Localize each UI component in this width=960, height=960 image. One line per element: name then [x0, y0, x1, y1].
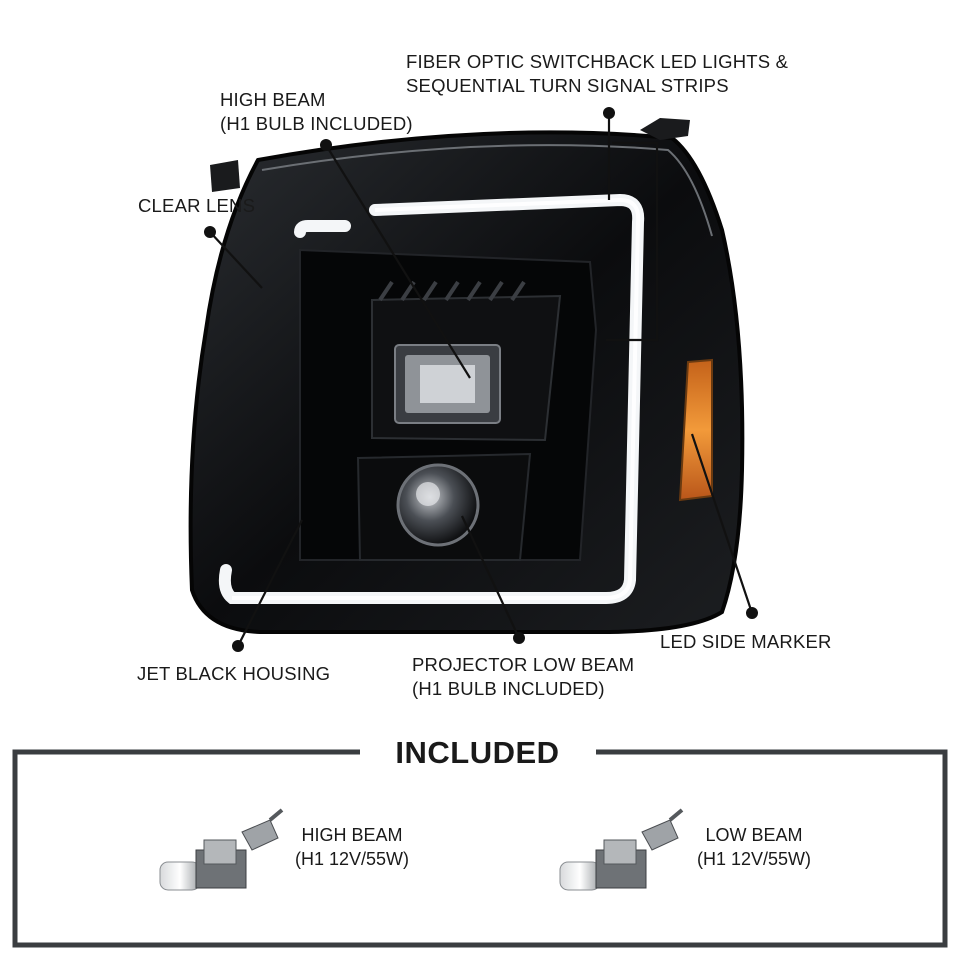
h1-bulb-high-icon [159, 808, 284, 891]
callout-clear-lens: CLEAR LENS [138, 195, 256, 216]
housing-fins [378, 280, 526, 302]
callout-line: PROJECTOR LOW BEAM [412, 654, 635, 675]
callout-fiber-optic: FIBER OPTIC SWITCHBACK LED LIGHTS & SEQU… [406, 50, 788, 98]
callout-line: (H1 BULB INCLUDED) [220, 113, 413, 134]
callout-leaders [209, 113, 754, 647]
h1-bulb-low-icon [559, 808, 684, 891]
bulb-name: HIGH BEAM [301, 825, 403, 845]
callout-projector-low-beam: PROJECTOR LOW BEAM (H1 BULB INCLUDED) [412, 653, 634, 701]
callout-line: HIGH BEAM [220, 89, 326, 110]
mounting-tab [210, 160, 240, 192]
callout-dots [204, 107, 758, 652]
bulb-label-low-beam: LOW BEAM (H1 12V/55W) [697, 823, 811, 871]
included-title: INCLUDED [360, 733, 595, 773]
included-frame [12, 749, 948, 948]
callout-jet-black-housing: JET BLACK HOUSING [137, 663, 331, 684]
callout-high-beam: HIGH BEAM (H1 BULB INCLUDED) [220, 88, 413, 136]
mounting-tab [640, 118, 690, 140]
bulb-spec: (H1 12V/55W) [697, 849, 812, 869]
bulb-spec: (H1 12V/55W) [295, 849, 410, 869]
callout-line: FIBER OPTIC SWITCHBACK LED LIGHTS & [406, 51, 789, 72]
callout-line: SEQUENTIAL TURN SIGNAL STRIPS [406, 75, 729, 96]
bulb-label-high-beam: HIGH BEAM (H1 12V/55W) [295, 823, 409, 871]
callout-line: (H1 BULB INCLUDED) [412, 678, 605, 699]
clear-lens-edge [261, 144, 713, 237]
callout-led-side-marker: LED SIDE MARKER [660, 631, 832, 652]
projector-lens [396, 463, 480, 547]
bulb-name: LOW BEAM [705, 825, 803, 845]
